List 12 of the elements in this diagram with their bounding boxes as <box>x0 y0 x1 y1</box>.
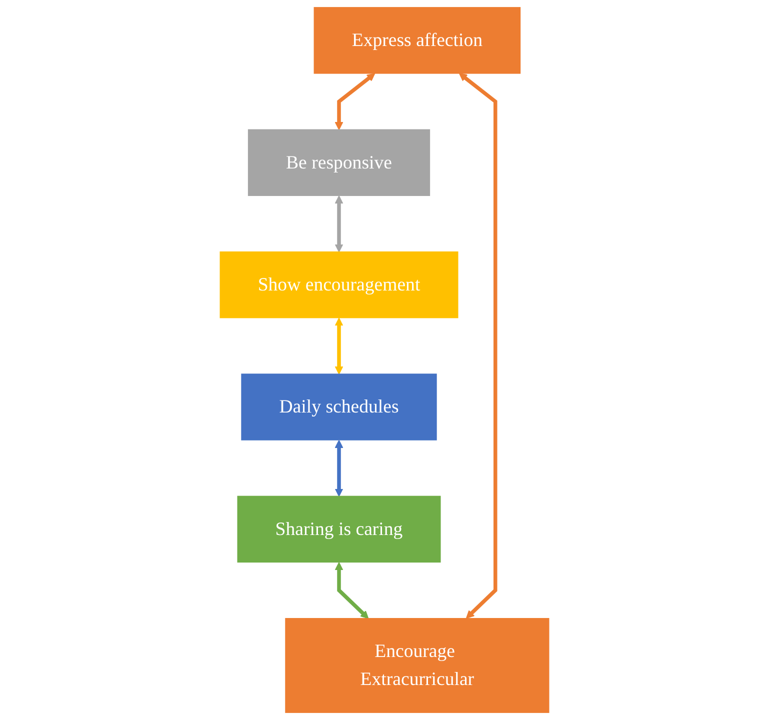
arrow <box>334 196 344 252</box>
arrow <box>334 318 344 374</box>
arrow <box>334 73 376 130</box>
arrow <box>334 440 344 497</box>
node-box: Encourage Extracurricular <box>285 618 550 713</box>
node-box: Be responsive <box>248 129 430 196</box>
arrow <box>334 562 369 619</box>
node-box: Show encouragement <box>220 251 458 318</box>
node-box: Sharing is caring <box>237 496 441 563</box>
node-box: Daily schedules <box>241 374 437 440</box>
node-box: Express affection <box>314 7 521 74</box>
arrow <box>458 72 498 619</box>
